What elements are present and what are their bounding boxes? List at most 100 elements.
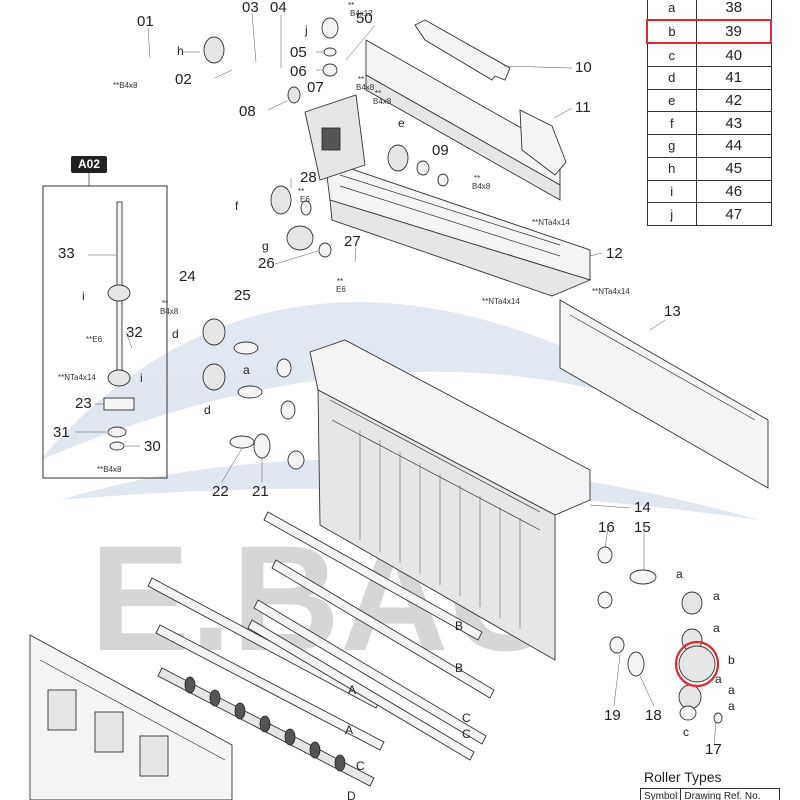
reference-number: 38 <box>696 0 772 21</box>
svg-text:**E6: **E6 <box>86 335 103 344</box>
part-30: 30 <box>144 438 161 455</box>
svg-text:a: a <box>728 699 735 713</box>
svg-text:a: a <box>713 589 720 603</box>
svg-text:**: ** <box>474 174 480 183</box>
part-14: 14 <box>634 499 651 516</box>
svg-text:**: ** <box>358 75 364 84</box>
part-25: 25 <box>234 287 251 304</box>
part-21: 21 <box>252 483 269 500</box>
reference-symbol: e <box>646 88 697 113</box>
part-18: 18 <box>645 707 662 724</box>
part-15: 15 <box>634 519 651 536</box>
svg-text:c: c <box>683 725 689 739</box>
svg-text:B4x8: B4x8 <box>472 182 491 191</box>
svg-text:g: g <box>262 239 269 253</box>
svg-text:a: a <box>715 672 722 686</box>
reference-symbol: c <box>646 42 697 68</box>
svg-text:**: ** <box>348 1 354 10</box>
part-09: 09 <box>432 142 449 159</box>
svg-text:b: b <box>728 653 735 667</box>
svg-text:B4x8: B4x8 <box>373 97 392 106</box>
part-11: 11 <box>575 99 591 116</box>
svg-text:h: h <box>177 44 184 58</box>
svg-text:B4x8: B4x8 <box>160 307 179 316</box>
reference-symbol: b <box>646 18 697 45</box>
svg-text:j: j <box>304 23 308 37</box>
svg-text:d: d <box>204 403 211 417</box>
svg-text:B: B <box>455 619 463 633</box>
reference-symbol: i <box>646 179 697 204</box>
roller-types-box: Roller Types Symbol Drawing Ref. No. <box>640 766 780 800</box>
svg-text:E6: E6 <box>300 195 310 204</box>
svg-text:**B4x8: **B4x8 <box>113 81 138 90</box>
part-02: 02 <box>175 71 192 88</box>
svg-text:D: D <box>347 789 356 800</box>
part-04: 04 <box>270 0 287 16</box>
reference-symbol: f <box>646 111 697 136</box>
reference-symbol: a <box>646 0 697 21</box>
part-17: 17 <box>705 741 722 758</box>
svg-text:B4x8: B4x8 <box>356 83 375 92</box>
svg-text:a: a <box>676 567 683 581</box>
section-badge-a02: A02 <box>71 156 107 173</box>
part-22: 22 <box>212 483 229 500</box>
svg-text:C: C <box>356 759 365 773</box>
part-01: 01 <box>137 13 154 30</box>
part-50: 50 <box>356 10 373 27</box>
svg-text:E6: E6 <box>336 285 346 294</box>
part-19: 19 <box>604 707 621 724</box>
part-08: 08 <box>239 103 256 120</box>
gears-right <box>597 546 723 724</box>
reference-symbol: g <box>646 134 697 158</box>
svg-text:**NTa4x14: **NTa4x14 <box>532 218 570 227</box>
svg-text:C: C <box>462 727 471 741</box>
a02-frame <box>42 173 168 479</box>
main-frame <box>309 339 591 661</box>
part-13: 13 <box>664 303 681 320</box>
part-26: 26 <box>258 255 275 272</box>
svg-text:**: ** <box>298 187 304 196</box>
svg-text:**: ** <box>375 89 381 98</box>
svg-text:A: A <box>345 723 353 737</box>
leader-lines <box>75 12 717 746</box>
rollers <box>147 511 495 787</box>
part-27: 27 <box>344 233 361 250</box>
svg-text:A: A <box>348 683 356 697</box>
reference-symbol: h <box>646 156 697 181</box>
reference-number: 45 <box>696 156 772 181</box>
svg-text:B: B <box>455 661 463 675</box>
svg-text:f: f <box>235 199 239 213</box>
reference-symbol: d <box>646 66 697 90</box>
part-23: 23 <box>75 395 92 412</box>
svg-text:**NTa4x14: **NTa4x14 <box>482 297 520 306</box>
reference-number: 46 <box>696 179 772 204</box>
part-05: 05 <box>290 44 307 61</box>
svg-text:a: a <box>713 621 720 635</box>
lower-left-tray <box>29 634 233 800</box>
screw-labels: **B4x8 ** B4x12 ** B4x8 ** B4x8 ** B4x8 … <box>58 1 630 474</box>
svg-text:d: d <box>172 327 179 341</box>
gears-left <box>202 17 449 470</box>
part-33: 33 <box>58 245 75 262</box>
part-07: 07 <box>307 79 324 96</box>
reference-number: 42 <box>696 88 772 113</box>
roller-header-ref: Drawing Ref. No. <box>684 791 761 800</box>
svg-text:a: a <box>728 683 735 697</box>
reference-number: 47 <box>696 202 772 226</box>
part-32: 32 <box>126 324 143 341</box>
part-16: 16 <box>598 519 615 536</box>
part-28: 28 <box>300 169 317 186</box>
reference-number: 41 <box>696 66 772 90</box>
part-06: 06 <box>290 63 307 80</box>
svg-text:C: C <box>462 711 471 725</box>
part-31: 31 <box>53 424 70 441</box>
reference-number: 40 <box>696 42 772 68</box>
part-03: 03 <box>242 0 259 16</box>
